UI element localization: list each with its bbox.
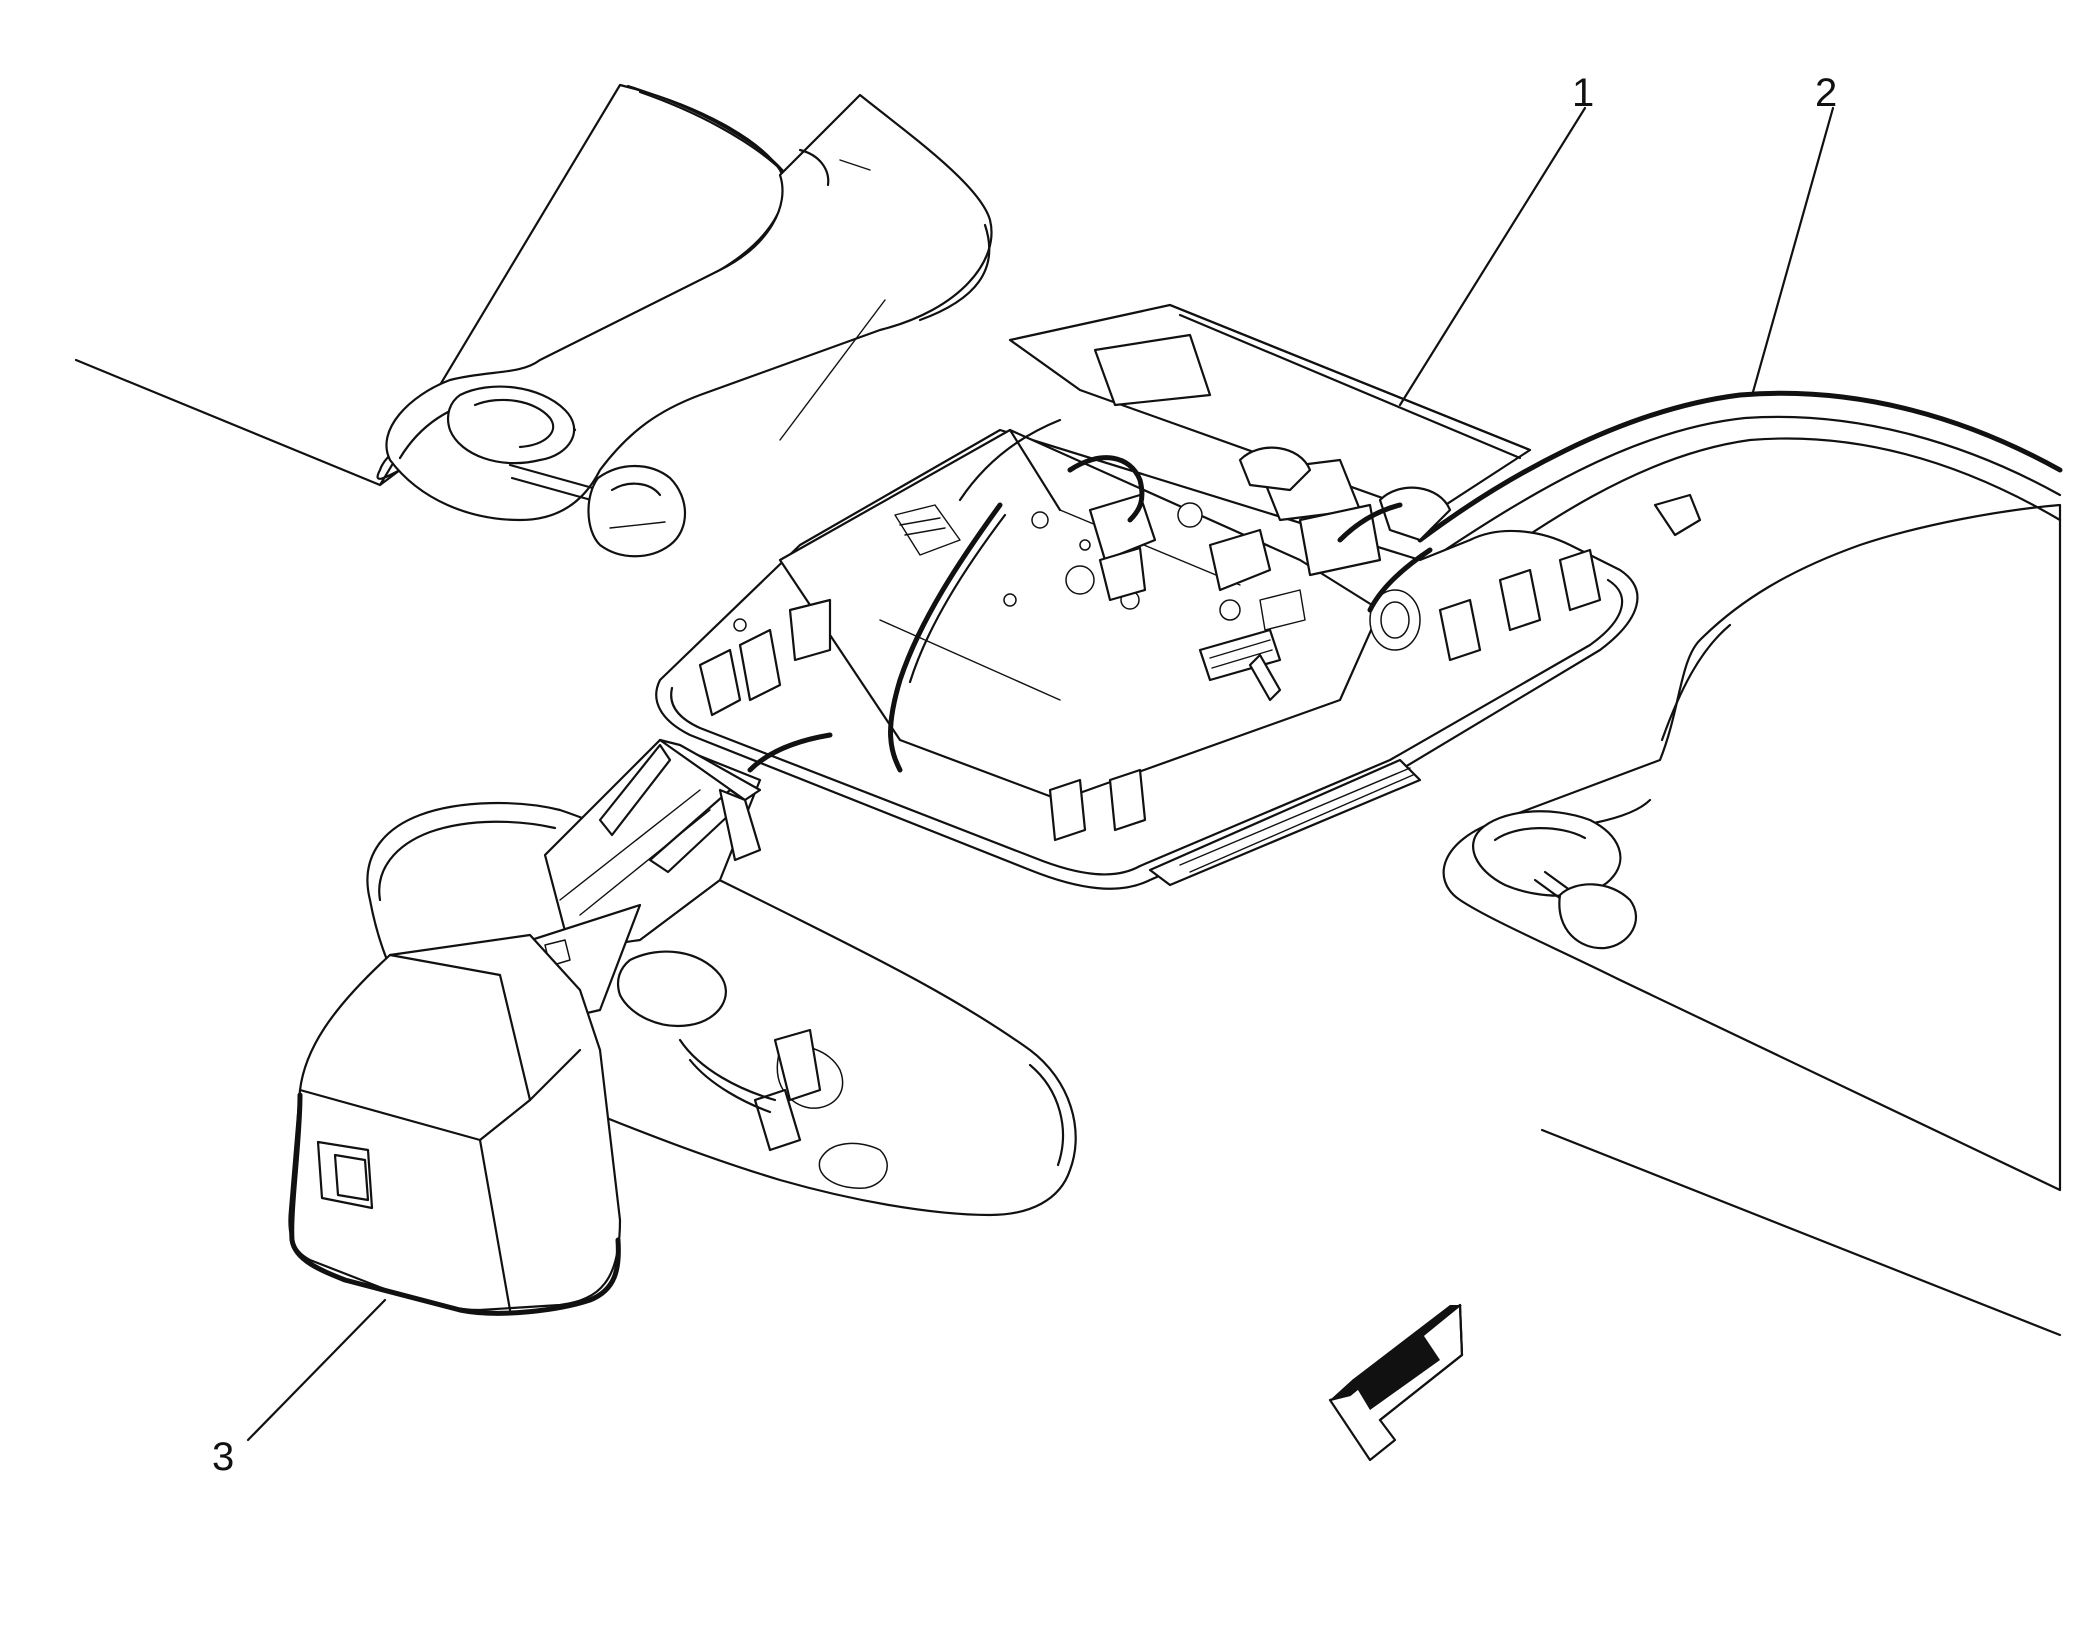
leader-lines xyxy=(246,106,1835,1442)
right-sun-visor xyxy=(1442,503,2062,1192)
headliner-panel xyxy=(74,358,2062,1337)
rearview-mirror xyxy=(366,801,1077,1217)
mirror-wire xyxy=(747,418,1433,773)
callout-2: 2 xyxy=(1815,71,1837,115)
sensor-housing xyxy=(288,933,622,1316)
harness xyxy=(1348,390,2063,642)
callout-1: 1 xyxy=(1572,71,1594,115)
left-sun-visor xyxy=(376,83,993,558)
overhead-console xyxy=(655,303,1639,890)
callout-3: 3 xyxy=(212,1435,234,1479)
forward-arrow-icon xyxy=(1328,1303,1464,1462)
